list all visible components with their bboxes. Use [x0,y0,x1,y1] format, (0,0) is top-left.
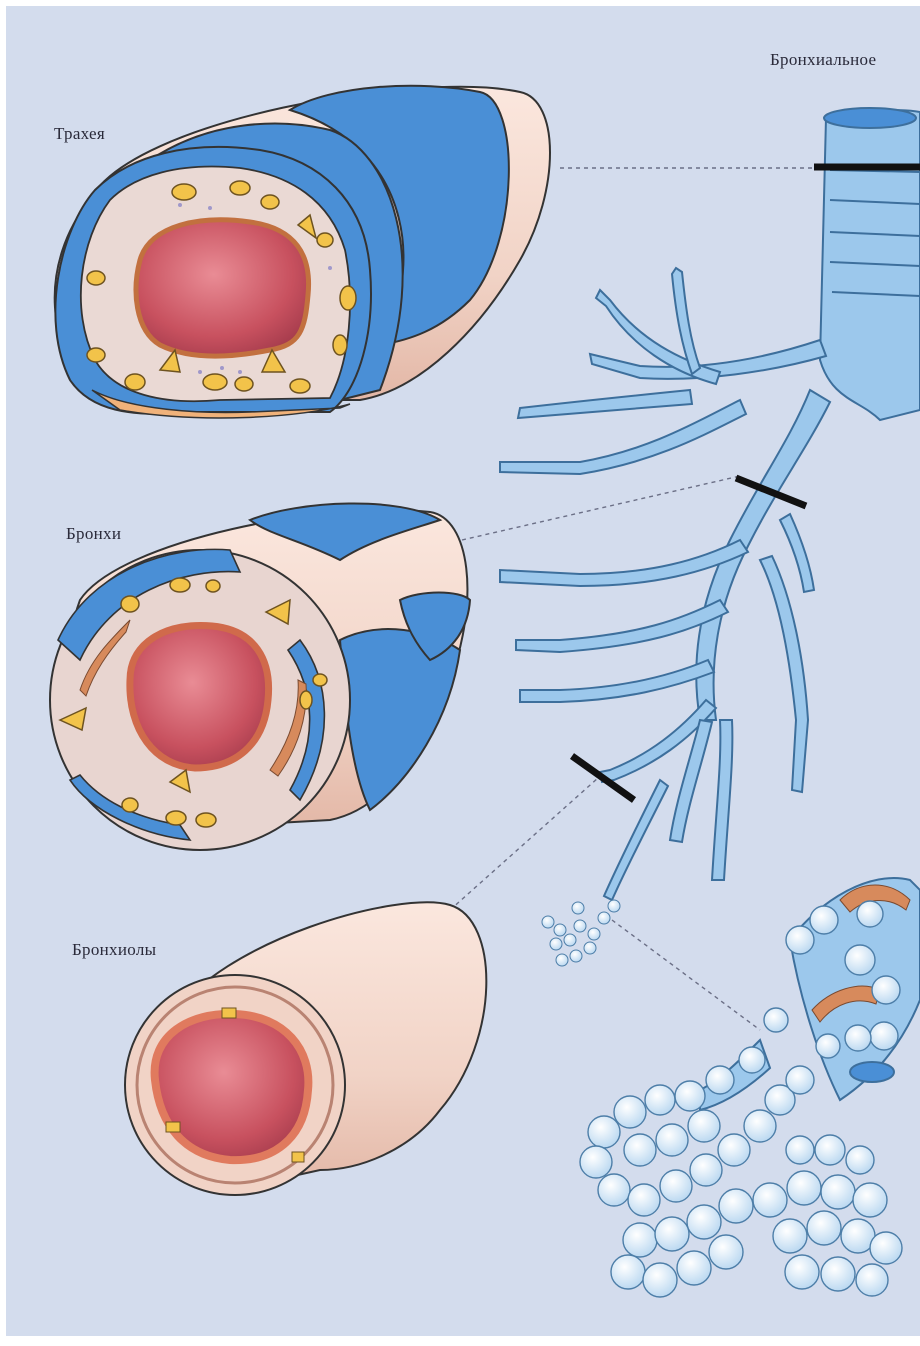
label-bronchioles: Бронхиолы [72,940,156,960]
label-trachea: Трахея [54,124,105,144]
label-bronchi: Бронхи [66,524,121,544]
label-bronchial-tree: Бронхиальное [770,50,876,70]
